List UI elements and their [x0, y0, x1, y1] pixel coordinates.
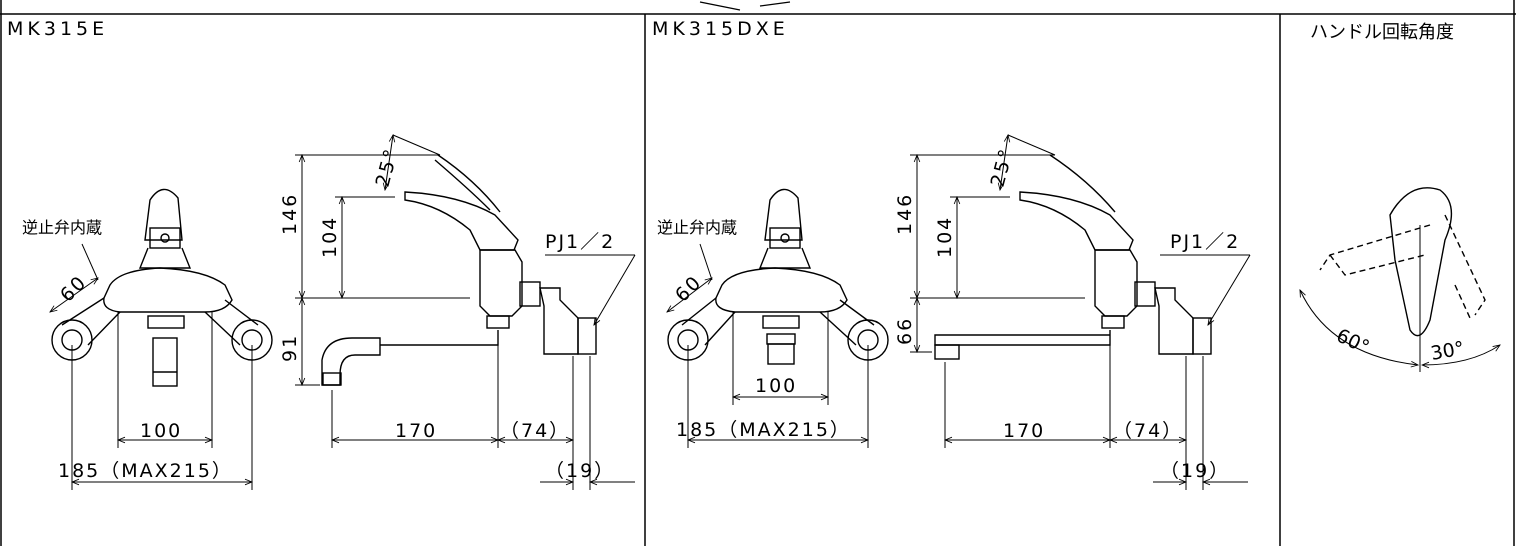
mk315dxe-dimension-labels: 逆止弁内蔵 PJ1／2 100 185（MAX215） 170 （74） （19…: [657, 145, 1240, 482]
dim-height-spout: 104: [319, 216, 341, 258]
dim-nipple: （19）: [545, 460, 615, 482]
label-check-valve: 逆止弁内蔵: [657, 218, 737, 237]
dim-height-lower: 91: [279, 334, 301, 362]
mk315e-side-dims: [295, 135, 636, 490]
dim-depth: （74）: [500, 420, 570, 442]
dim-angle: 25°: [372, 145, 404, 189]
label-pj: PJ1／2: [1170, 231, 1240, 253]
rotation-diagram: [1300, 187, 1500, 372]
dim-spout-reach: 170: [395, 420, 437, 442]
mk315dxe-front-view: [667, 188, 889, 365]
dim-body-angle: 60: [56, 271, 91, 306]
label-pj: PJ1／2: [545, 231, 615, 253]
dim-width-total: 185（MAX215）: [58, 460, 233, 482]
dim-height-spout: 104: [934, 216, 956, 258]
dim-width-center: 100: [140, 420, 182, 442]
dim-spout-reach: 170: [1003, 420, 1045, 442]
mk315e-side-view: [321, 154, 597, 386]
dim-width-center: 100: [755, 375, 797, 397]
panel-title-rotation: ハンドル回転角度: [1310, 22, 1454, 43]
panel-title-mk315e: MK315E: [7, 18, 109, 40]
rotation-labels: 60° 30°: [1333, 325, 1466, 365]
mk315dxe-front-dims: [667, 243, 868, 448]
mk315e-dimension-labels: 逆止弁内蔵 PJ1／2 100 185（MAX215） 170 （74） （19…: [22, 145, 615, 482]
label-check-valve: 逆止弁内蔵: [22, 218, 102, 237]
dim-body-angle: 60: [671, 271, 706, 306]
panel-title-mk315dxe: MK315DXE: [652, 18, 789, 40]
mk315e-front-dims: [50, 243, 252, 490]
dim-height-total: 146: [279, 193, 301, 235]
mk315dxe-side-view: [934, 154, 1212, 360]
mk315dxe-side-dims: [910, 135, 1251, 490]
dim-height-total: 146: [894, 193, 916, 235]
dim-depth: （74）: [1113, 420, 1183, 442]
dim-width-total: 185（MAX215）: [676, 419, 851, 441]
dim-height-lower: 66: [894, 317, 916, 345]
dim-angle: 25°: [987, 145, 1019, 189]
dim-nipple: （19）: [1160, 460, 1230, 482]
rotation-left-angle: 60°: [1333, 325, 1373, 359]
